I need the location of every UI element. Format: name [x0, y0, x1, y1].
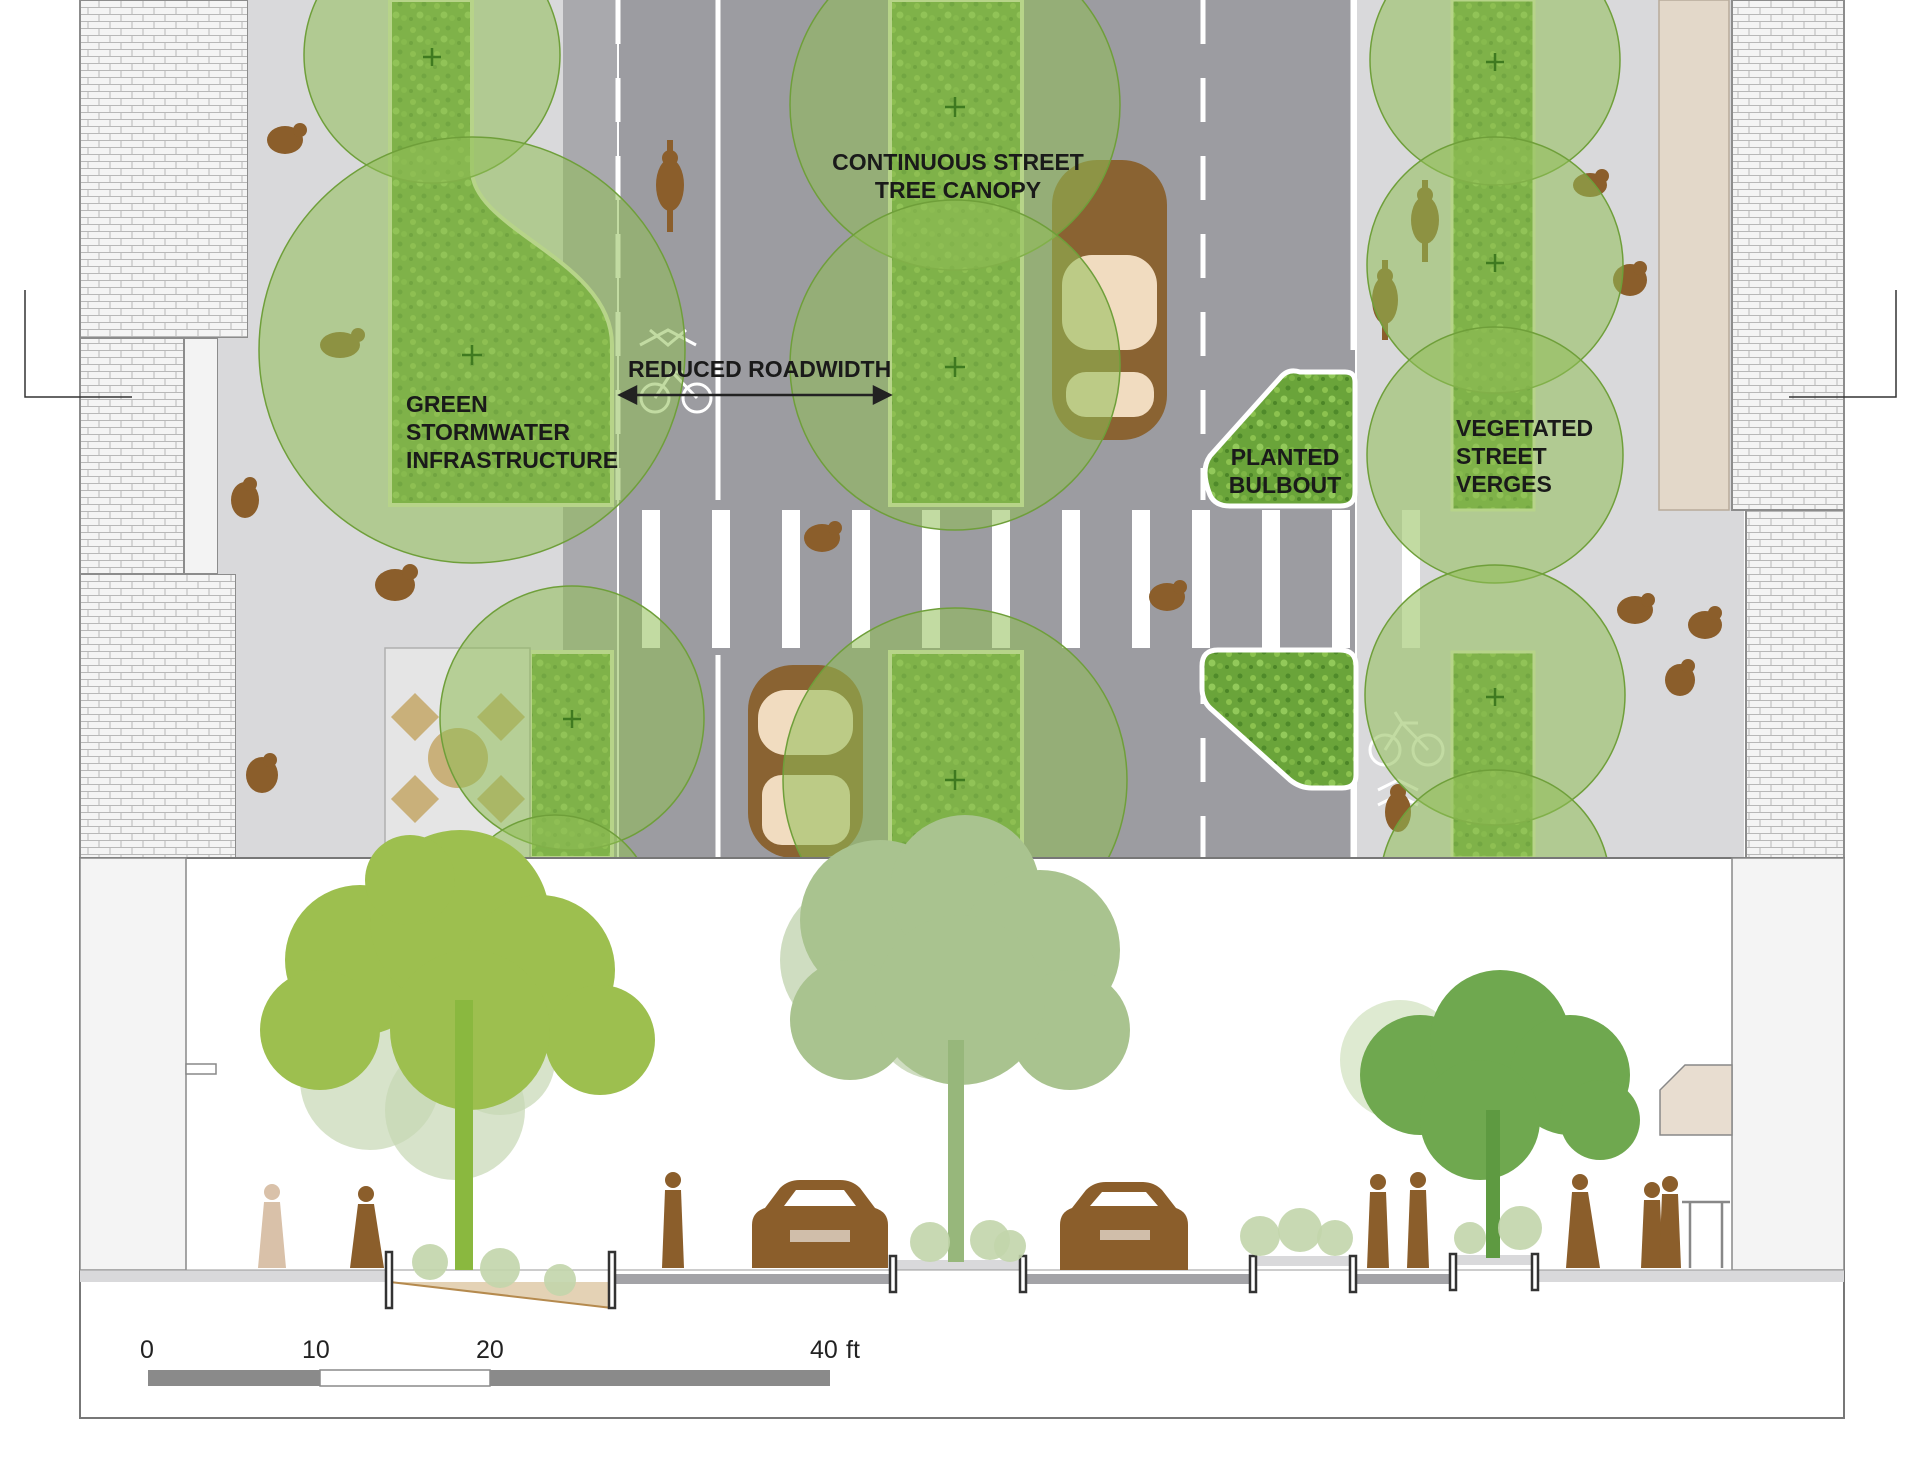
scale-tick-10: 10: [302, 1336, 330, 1364]
car-section-right: [1060, 1182, 1188, 1270]
section-shrubs: [412, 1206, 1542, 1296]
section-marker-left: [24, 290, 132, 398]
scale-bar: 0 10 20 40 ft: [140, 1336, 860, 1387]
roadwidth-arrow: [617, 384, 893, 406]
section-tree-middle: [780, 815, 1130, 1262]
building-section-right: [1731, 857, 1845, 1271]
stormwater-label-line1: GREEN: [406, 391, 488, 417]
tree-center-markers: [423, 48, 1504, 790]
awning-strip: [1658, 0, 1730, 511]
building-section-left: [79, 857, 187, 1271]
scale-tick-0: 0: [140, 1336, 154, 1364]
scale-tick-40: 40: [810, 1336, 838, 1364]
stormwater-label-line3: INFRASTRUCTURE: [406, 447, 618, 473]
awning-section: [1659, 1064, 1733, 1136]
building-left-bottom: [79, 573, 237, 859]
section-marker-right: [1789, 290, 1897, 398]
verges-label-line1: VEGETATED: [1456, 415, 1593, 441]
section-view: 0 10 20 40 ft: [79, 815, 1845, 1419]
roadwidth-label: REDUCED ROADWIDTH: [628, 356, 891, 382]
verges-label-line2: STREET: [1456, 443, 1547, 469]
car-section-left: [752, 1180, 888, 1268]
section-pedestrians: [258, 1172, 1681, 1268]
canopy-label-line2: TREE CANOPY: [875, 177, 1041, 203]
cafe-table-section: [1682, 1200, 1730, 1268]
verges-label-line3: VERGES: [1456, 471, 1552, 497]
scale-tick-20: 20: [476, 1336, 504, 1364]
stormwater-label-line2: STORMWATER: [406, 419, 570, 445]
building-left-middle: [79, 337, 185, 575]
scale-unit: ft: [846, 1336, 860, 1364]
planted-bulbout-bottom: [1199, 647, 1359, 791]
building-right-top: [1731, 0, 1845, 511]
building-right-bottom: [1745, 509, 1845, 859]
canopy-label-line1: CONTINUOUS STREET: [832, 149, 1084, 175]
planted-bulbout-top: [1202, 368, 1358, 509]
section-tree-left: [260, 830, 655, 1270]
section-tree-right: [1340, 970, 1640, 1258]
bulbout-label-line1: PLANTED: [1231, 444, 1340, 470]
bulbout-label-line2: BULBOUT: [1229, 472, 1341, 498]
building-left-top: [79, 0, 249, 339]
building-left-recess: [183, 337, 219, 575]
